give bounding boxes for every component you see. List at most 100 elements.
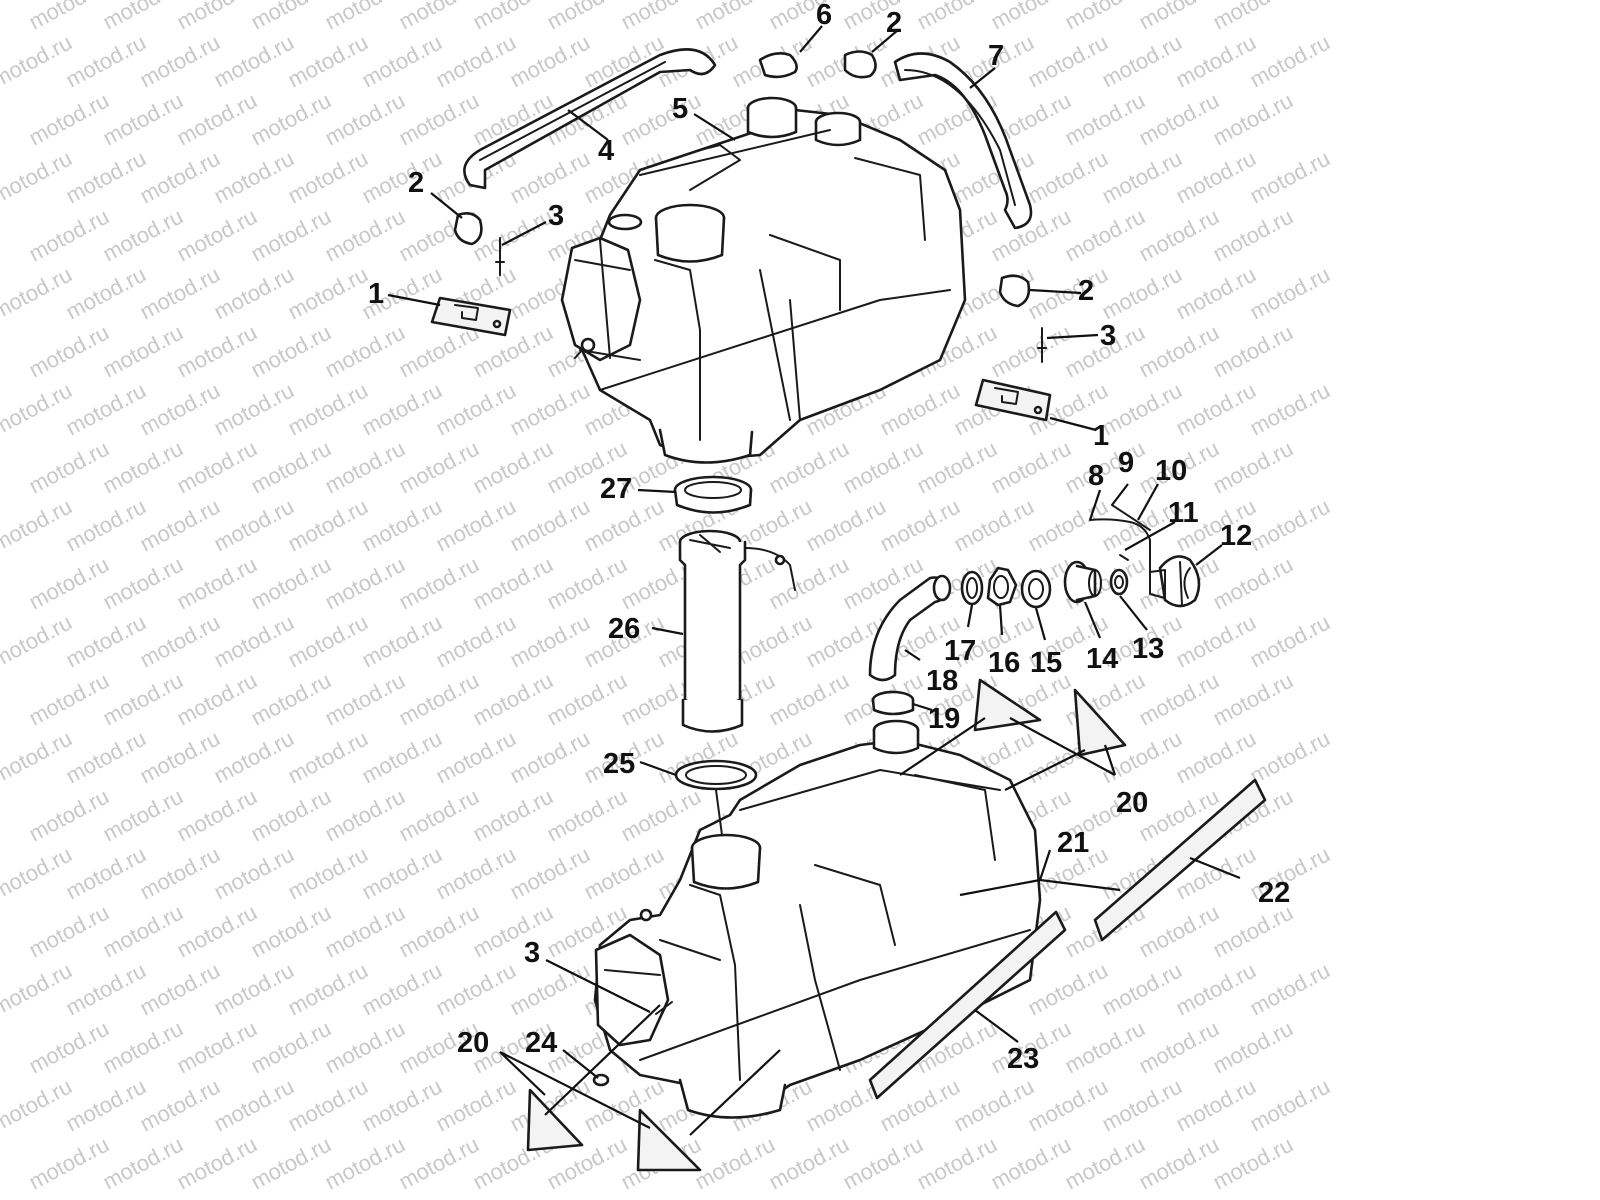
watermark-text: motod.ru	[432, 610, 520, 673]
watermark-text: motod.ru	[358, 1074, 446, 1137]
watermark-text: motod.ru	[1135, 204, 1223, 267]
clip-2-top	[843, 50, 877, 79]
watermark-text: motod.ru	[1246, 30, 1334, 93]
watermark-text: motod.ru	[469, 436, 557, 499]
watermark-text: motod.ru	[173, 784, 261, 847]
watermark-text: motod.ru	[173, 668, 261, 731]
pump-axis-line	[715, 789, 723, 836]
watermark-text: motod.ru	[62, 262, 150, 325]
seal-13	[1109, 568, 1129, 596]
flange-16	[986, 566, 1018, 607]
callout-12: 12	[1220, 520, 1252, 552]
watermark-text: motod.ru	[432, 958, 520, 1021]
watermark-text: motod.ru	[358, 378, 446, 441]
watermark-text: motod.ru	[1172, 1074, 1260, 1137]
filler-hose-18	[868, 574, 952, 682]
watermark-text: motod.ru	[321, 900, 409, 963]
watermark-text: motod.ru	[1209, 0, 1297, 34]
watermark-text: motod.ru	[1135, 88, 1223, 151]
watermark-text: motod.ru	[25, 0, 113, 34]
watermark-text: motod.ru	[1098, 146, 1186, 209]
watermark-text: motod.ru	[765, 436, 853, 499]
callout-2-right: 2	[1078, 275, 1094, 307]
callout-18: 18	[926, 665, 958, 697]
watermark-text: motod.ru	[136, 262, 224, 325]
watermark-text: motod.ru	[617, 784, 705, 847]
watermark-text: motod.ru	[432, 378, 520, 441]
callout-23: 23	[1007, 1043, 1039, 1075]
watermark-text: motod.ru	[25, 900, 113, 963]
callout-3-lower: 3	[524, 937, 540, 969]
watermark-text: motod.ru	[284, 610, 372, 673]
watermark-text: motod.ru	[136, 378, 224, 441]
watermark-text: motod.ru	[395, 668, 483, 731]
watermark-text: motod.ru	[321, 436, 409, 499]
watermark-text: motod.ru	[210, 146, 298, 209]
watermark-text: motod.ru	[99, 1132, 187, 1195]
watermark-text: motod.ru	[395, 552, 483, 615]
watermark-text: motod.ru	[543, 0, 631, 34]
watermark-text: motod.ru	[839, 436, 927, 499]
watermark-text: motod.ru	[1135, 320, 1223, 383]
watermark-text: motod.ru	[1209, 1016, 1297, 1079]
watermark-text: motod.ru	[0, 610, 76, 673]
watermark-text: motod.ru	[136, 146, 224, 209]
callout-11: 11	[1168, 497, 1199, 529]
watermark-text: motod.ru	[62, 30, 150, 93]
watermark-text: motod.ru	[543, 552, 631, 615]
callout-7: 7	[988, 40, 1004, 72]
watermark-text: motod.ru	[321, 320, 409, 383]
watermark-text: motod.ru	[99, 784, 187, 847]
callout-22: 22	[1258, 877, 1290, 909]
watermark-text: motod.ru	[25, 552, 113, 615]
lock-ring-27	[673, 475, 753, 514]
callout-21: 21	[1057, 827, 1089, 859]
watermark-text: motod.ru	[432, 494, 520, 557]
watermark-text: motod.ru	[247, 784, 335, 847]
callout-25: 25	[603, 748, 635, 780]
watermark-text: motod.ru	[62, 146, 150, 209]
watermark-text: motod.ru	[173, 88, 261, 151]
watermark-text: motod.ru	[1209, 552, 1297, 615]
watermark-text: motod.ru	[25, 1132, 113, 1195]
leader-lines	[387, 25, 1241, 1136]
watermark-text: motod.ru	[1246, 726, 1334, 789]
watermark-text: motod.ru	[0, 958, 76, 1021]
watermark-text: motod.ru	[987, 1132, 1075, 1195]
watermark-text: motod.ru	[62, 958, 150, 1021]
watermark-text: motod.ru	[173, 0, 261, 34]
watermark-text: motod.ru	[99, 436, 187, 499]
watermark-text: motod.ru	[1061, 1132, 1149, 1195]
watermark-text: motod.ru	[1024, 494, 1112, 557]
watermark-text: motod.ru	[1246, 262, 1334, 325]
watermark-text: motod.ru	[543, 784, 631, 847]
watermark-text: motod.ru	[321, 1016, 409, 1079]
watermark-text: motod.ru	[617, 88, 705, 151]
watermark-text: motod.ru	[506, 958, 594, 1021]
watermark-text: motod.ru	[284, 262, 372, 325]
watermark-text: motod.ru	[62, 842, 150, 905]
watermark-text: motod.ru	[1246, 494, 1334, 557]
watermark-text: motod.ru	[950, 1074, 1038, 1137]
watermark-text: motod.ru	[25, 320, 113, 383]
tank-strap-4	[463, 48, 717, 190]
clip-6	[758, 52, 798, 79]
watermark-text: motod.ru	[0, 842, 76, 905]
watermark-text: motod.ru	[0, 146, 76, 209]
ring-19	[871, 690, 915, 716]
watermark-text: motod.ru	[99, 900, 187, 963]
watermark-text: motod.ru	[1209, 88, 1297, 151]
watermark-text: motod.ru	[210, 30, 298, 93]
watermark-text: motod.ru	[136, 610, 224, 673]
watermark-text: motod.ru	[358, 146, 446, 209]
watermark-text: motod.ru	[62, 726, 150, 789]
watermark-text: motod.ru	[1172, 958, 1260, 1021]
watermark-text: motod.ru	[1209, 204, 1297, 267]
watermark-text: motod.ru	[469, 784, 557, 847]
watermark-text: motod.ru	[1061, 88, 1149, 151]
watermark-text: motod.ru	[25, 784, 113, 847]
watermark-text: motod.ru	[210, 842, 298, 905]
watermark-text: motod.ru	[321, 1132, 409, 1195]
watermark-text: motod.ru	[284, 146, 372, 209]
watermark-text: motod.ru	[395, 784, 483, 847]
